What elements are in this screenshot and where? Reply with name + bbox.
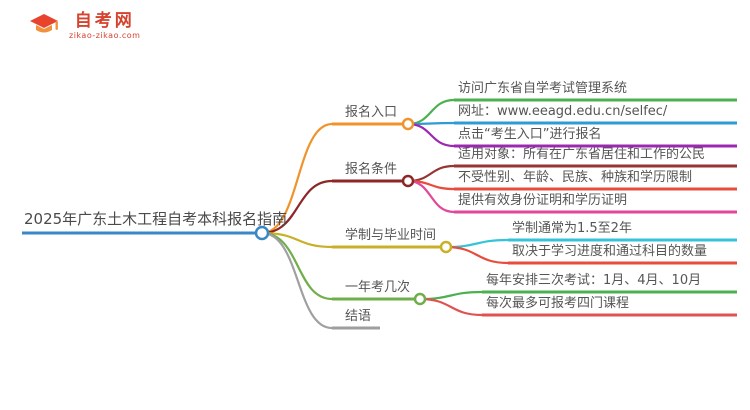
logo-title: 自考网	[74, 11, 135, 31]
root-node-label: 2025年广东土木工程自考本科报名指南	[24, 210, 288, 228]
logo-subtitle: zikao-zikao.com	[69, 31, 141, 40]
branch-circle-times	[413, 292, 427, 306]
logo-text: 自考网 zikao-zikao.com	[69, 11, 140, 41]
leaf-entry-3: 点击“考生入口”进行报名	[458, 127, 602, 142]
branch-label-conditions: 报名条件	[345, 162, 398, 177]
leaf-conditions-2: 不受性别、年龄、民族、种族和学历限制	[458, 170, 693, 185]
leaf-conditions-3: 提供有效身份证明和学历证明	[458, 193, 628, 208]
branch-label-duration: 学制与毕业时间	[345, 228, 437, 243]
center-branch-curves	[261, 122, 333, 330]
branch-label-times: 一年考几次	[345, 280, 411, 295]
node-underlines	[22, 98, 737, 330]
leaf-times-2: 每次最多可报考四门课程	[486, 296, 630, 311]
site-logo[interactable]: 自考网 zikao-zikao.com	[26, 10, 140, 42]
root-node-circle	[254, 225, 270, 241]
branch-circle-entry	[401, 117, 415, 131]
branch-circle-duration	[439, 240, 453, 254]
leaf-entry-2: 网址：www.eeagd.edu.cn/selfec/	[458, 104, 668, 119]
branch-circle-conditions	[401, 174, 415, 188]
node-circles	[254, 117, 453, 306]
leaf-entry-1: 访问广东省自学考试管理系统	[458, 81, 628, 96]
logo-icon	[30, 14, 58, 33]
branch-label-entry: 报名入口	[345, 105, 398, 120]
leaf-conditions-1: 适用对象：所有在广东省居住和工作的公民	[458, 147, 706, 162]
leaf-times-1: 每年安排三次考试：1月、4月、10月	[486, 273, 702, 288]
leaf-duration-1: 学制通常为1.5至2年	[512, 221, 632, 236]
leaf-duration-2: 取决于学习进度和通过科目的数量	[512, 244, 708, 259]
branch-label-conclusion: 结语	[345, 309, 372, 324]
